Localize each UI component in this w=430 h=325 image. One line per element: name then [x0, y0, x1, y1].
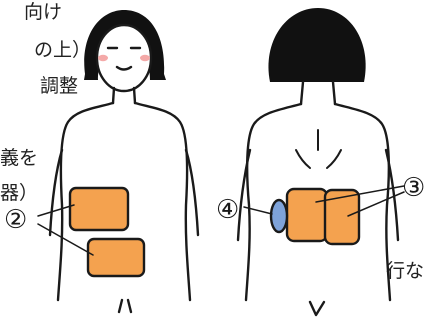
front-figure: [50, 10, 198, 312]
front-pad-upper: [70, 188, 128, 230]
back-sensor: [271, 200, 287, 232]
pad-front-marker: ②: [4, 205, 27, 235]
front-cheek-right: [140, 55, 150, 61]
sensor-back-marker: ④: [216, 195, 239, 225]
back-neck: [301, 82, 335, 104]
back-buttock-mark: [310, 302, 324, 315]
back-figure: [238, 8, 398, 315]
back-spine-marks: [296, 130, 341, 168]
pad-back-marker: ③: [402, 173, 425, 203]
back-pad-right: [325, 190, 359, 244]
back-hair: [268, 8, 365, 82]
front-pad-lower: [88, 239, 144, 276]
back-pad-left: [287, 189, 327, 241]
front-navel: [119, 300, 131, 312]
front-cheek-left: [98, 55, 108, 61]
